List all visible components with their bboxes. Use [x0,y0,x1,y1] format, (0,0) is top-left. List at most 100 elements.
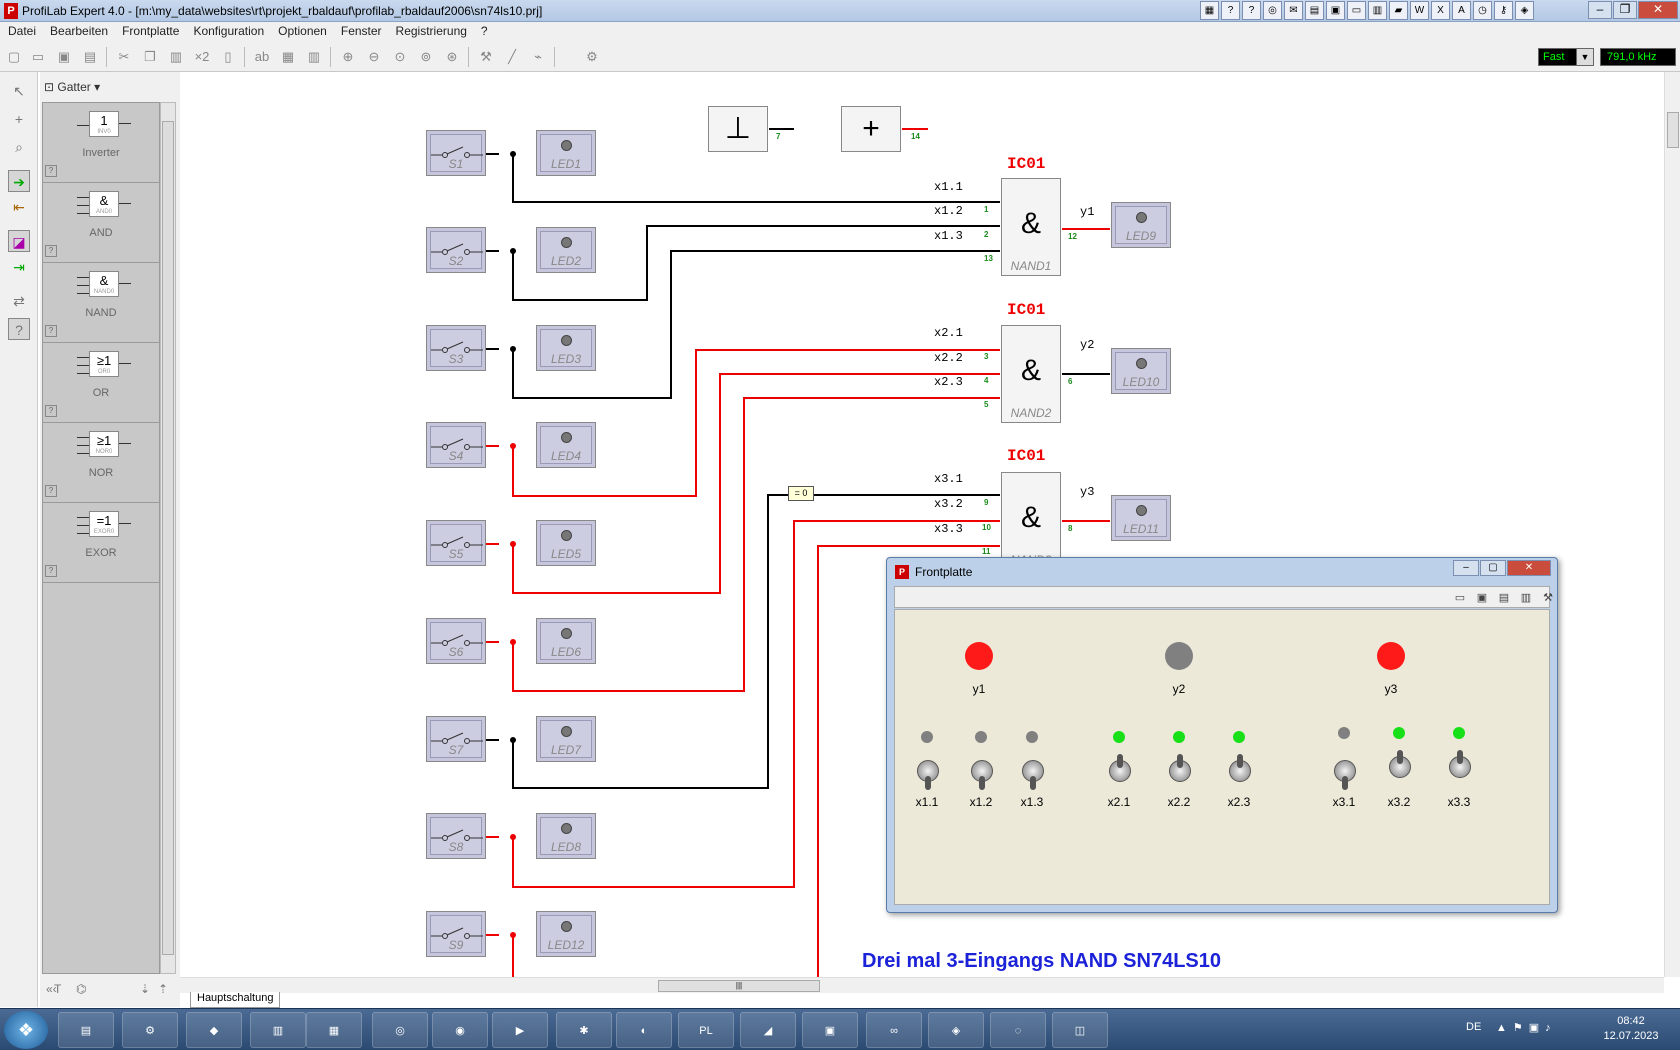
save-icon[interactable]: ▣ [57,49,71,64]
notes-icon[interactable]: ▣ [1326,1,1345,20]
menu-frontplatte[interactable]: Frontplatte [122,24,180,38]
toggle-x2-1[interactable] [1107,750,1131,794]
excel-icon[interactable]: X [1431,1,1450,20]
zoom-all-icon[interactable]: ⊛ [446,49,458,64]
minimize-button[interactable]: – [1588,1,1612,19]
switch-s8[interactable]: S8 [426,813,486,859]
vcc-symbol[interactable]: + [841,106,901,152]
taskbar-profilab-icon[interactable]: PL [678,1012,734,1048]
paste-icon[interactable]: ▥ [169,49,183,64]
constant-zero-label[interactable]: = 0 [788,486,814,501]
switch-s4[interactable]: S4 [426,422,486,468]
taskbar-chrome-icon[interactable]: ◉ [432,1012,488,1048]
help-icon[interactable]: ? [1242,1,1261,20]
probe-icon[interactable]: ⌁ [534,49,542,64]
zoom-window-icon[interactable]: ⊚ [420,49,432,64]
mail-icon[interactable]: ✉ [1284,1,1303,20]
switch-s1[interactable]: S1 [426,130,486,176]
help-icon[interactable]: ? [45,325,57,337]
key-icon[interactable]: ⚷ [1494,1,1513,20]
language-indicator[interactable]: DE [1466,1021,1482,1033]
tool-icon[interactable]: ◈ [1515,1,1534,20]
zoom-in-icon[interactable]: ⊕ [342,49,354,64]
copy-icon[interactable]: ❐ [144,49,156,64]
horizontal-scrollbar[interactable]: ||| [180,977,1664,993]
switch-s3[interactable]: S3 [426,325,486,371]
open-folder-icon[interactable]: ▭ [1454,592,1466,604]
print-icon[interactable]: ▤ [83,49,97,64]
ground-symbol[interactable]: ⊥ [708,106,768,152]
help-icon[interactable]: ? [45,245,57,257]
taskbar-paint-icon[interactable]: ◐ [616,1012,672,1048]
menu-datei[interactable]: Datei [8,24,37,38]
folder-icon[interactable]: ▰ [1389,1,1408,20]
tab-hauptschaltung[interactable]: Hauptschaltung [190,992,281,1008]
grid-icon[interactable]: ▦ [281,49,295,64]
taskbar-app-icon[interactable]: ▥ [250,1012,306,1048]
help-icon[interactable]: ? [1221,1,1240,20]
close-button[interactable]: ✕ [1638,1,1678,19]
cut-icon[interactable]: ✂ [118,49,130,64]
settings-gear-icon[interactable]: ⚙ [586,49,598,64]
maximize-button[interactable]: ▢ [1480,560,1506,576]
menu-optionen[interactable]: Optionen [278,24,327,38]
wire-icon[interactable]: ╱ [508,49,516,64]
nand-gate-3[interactable]: &NAND3 [1001,472,1061,570]
pointer-icon[interactable]: ↖ [13,83,25,99]
clock-icon[interactable]: ◷ [1473,1,1492,20]
taskbar-gear-icon[interactable]: ⚙ [122,1012,178,1048]
zoom-out-icon[interactable]: ⊖ [368,49,380,64]
restore-button[interactable]: ❐ [1613,1,1637,19]
help-icon[interactable]: ? [45,165,57,177]
text-icon[interactable]: ab [254,49,270,64]
taskbar-app-icon[interactable]: ◆ [186,1012,242,1048]
run-arrow-icon[interactable]: ➔ [8,170,30,192]
taskbar-explorer-icon[interactable]: ▤ [58,1012,114,1048]
taskbar-globe-icon[interactable]: ◎ [372,1012,428,1048]
menu-help[interactable]: ? [480,24,488,38]
pin-down-icon[interactable]: ⇣ [140,982,151,996]
toggle-x3-2[interactable] [1387,746,1411,790]
palette-item-nand[interactable]: &NAND0 NAND ? [43,263,159,343]
menu-konfiguration[interactable]: Konfiguration [193,24,265,38]
toggle-x2-3[interactable] [1227,750,1251,794]
palette-item-and[interactable]: &AND0 AND ? [43,183,159,263]
toggle-x1-1[interactable] [915,750,939,794]
palette-scrollbar[interactable] [160,102,176,974]
toggle-x3-1[interactable] [1332,750,1356,794]
binoculars-icon[interactable]: ⌬ [76,982,87,996]
system-tray-icons[interactable]: ▲⚑▣♪ [1496,1022,1557,1034]
clipboard-icon[interactable]: ▤ [1305,1,1324,20]
text-tool-icon[interactable]: T [54,982,62,996]
collapse-icon[interactable]: «‹ [46,982,57,996]
clipboard-icon[interactable]: ▥ [1520,592,1532,604]
stop-icon[interactable]: ⇤ [13,199,25,215]
delete-icon[interactable]: ▯ [224,49,232,64]
taskbar-app-icon[interactable]: ◌ [990,1012,1046,1048]
crosshair-icon[interactable]: + [14,111,24,127]
tools-icon[interactable]: ⚒ [480,49,492,64]
start-button[interactable]: ❖ [4,1011,48,1049]
open-icon[interactable]: ▭ [31,49,45,64]
web-icon[interactable]: ◎ [1263,1,1282,20]
taskbar-app-icon[interactable]: ◢ [740,1012,796,1048]
chevron-down-icon[interactable]: ▼ [1576,48,1594,66]
color-icon[interactable]: ◪ [8,230,30,252]
access-icon[interactable]: A [1452,1,1471,20]
duplicate-icon[interactable]: ×2 [194,49,210,64]
connect-icon[interactable]: ⇄ [13,293,25,309]
vertical-scrollbar[interactable] [1664,72,1680,977]
taskbar-app-icon[interactable]: ◫ [1052,1012,1108,1048]
document-icon[interactable]: ▥ [1368,1,1387,20]
toggle-x2-2[interactable] [1167,750,1191,794]
help-icon[interactable]: ? [45,405,57,417]
taskbar-app-icon[interactable]: ▣ [802,1012,858,1048]
save-icon[interactable]: ▣ [1476,592,1488,604]
help-icon[interactable]: ? [45,565,57,577]
step-icon[interactable]: ⇥ [13,259,25,275]
